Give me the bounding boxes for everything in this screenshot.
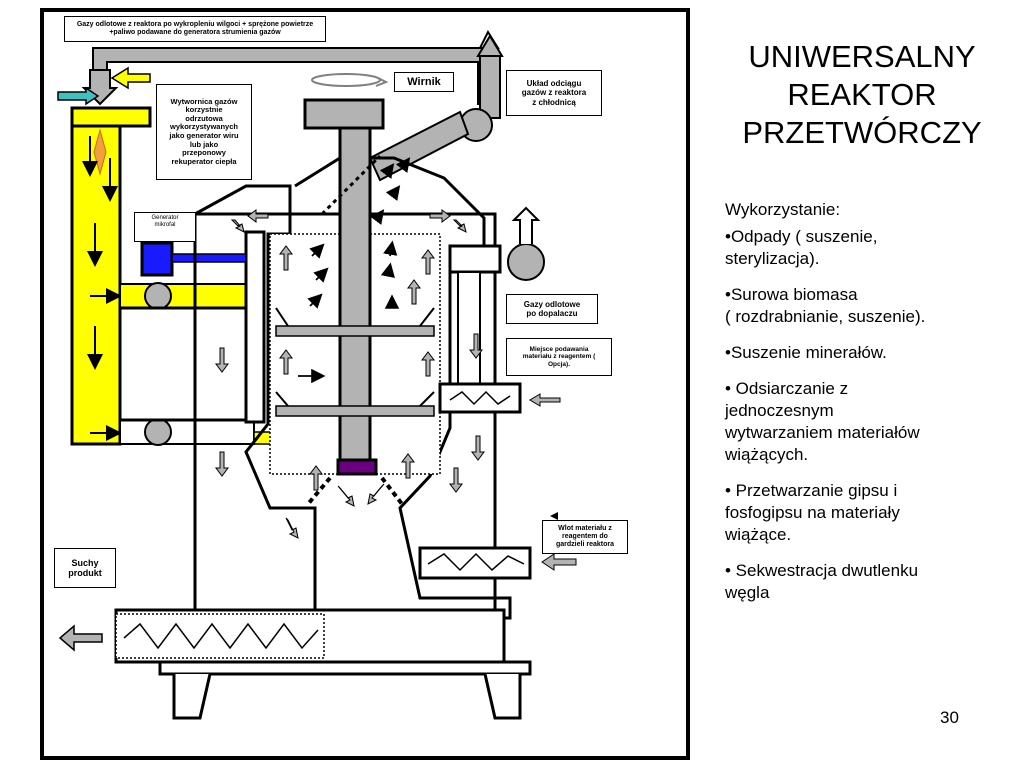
label-gas-generator: Wytwornica gazów korzystnie odrzutowa wy… (156, 84, 252, 180)
cyan-inlet-arrow (57, 86, 100, 106)
label-rotor: Wirnik (394, 72, 454, 92)
fan-upper (144, 282, 172, 310)
usage-item: •Suszenie minerałów. (725, 343, 887, 362)
fan-lower (144, 418, 172, 446)
usage-item: • Sekwestracja dwutlenku węgla (725, 561, 919, 602)
throat-feeder (418, 546, 532, 580)
yellow-top-arrow (110, 66, 151, 90)
label-reagent-feed: Miejsce podawania materiału z reagentem … (506, 338, 612, 376)
microwave-motor (140, 241, 174, 277)
reactor-diagram: Gazy odlotowe z reaktora po wykropleniu … (40, 8, 690, 760)
rotor-head (303, 98, 385, 130)
slide-title: UNIWERSALNY REAKTOR PRZETWÓRCZY (742, 39, 982, 150)
page-number: 30 (940, 708, 959, 727)
shaft-disc (336, 458, 378, 476)
label-top-exhaust: Gazy odlotowe z reaktora po wykropleniu … (64, 16, 326, 42)
label-exhaust-system: Układ odciągu gazów z reaktora z chłodni… (506, 70, 602, 116)
usage-item: • Odsiarczanie z jednoczesnym wytwarzani… (725, 379, 920, 464)
reactor-schematic (40, 8, 690, 760)
label-microwave-generator: Generator mikrofal (134, 212, 196, 242)
usage-item: • Przetwarzanie gipsu i fosfogipsu na ma… (725, 481, 900, 544)
label-afterburner-gases: Gazy odlotowe po dopalaczu (506, 294, 598, 324)
usage-item: •Surowa biomasa ( rozdrabnianie, suszeni… (725, 285, 926, 326)
usage-heading: Wykorzystanie: (725, 200, 841, 219)
label-dry-product: Suchy produkt (54, 548, 116, 588)
usage-list: •Odpady ( suszenie, sterylizacja). •Suro… (725, 226, 1010, 618)
right-fan (507, 243, 545, 281)
yellow-duct-mid (119, 283, 255, 309)
label-material-inlet: Wlot materiału z reagentem do gardzieli … (542, 520, 628, 554)
dry-product-arrow (58, 624, 103, 652)
usage-item: •Odpady ( suszenie, sterylizacja). (725, 227, 878, 268)
